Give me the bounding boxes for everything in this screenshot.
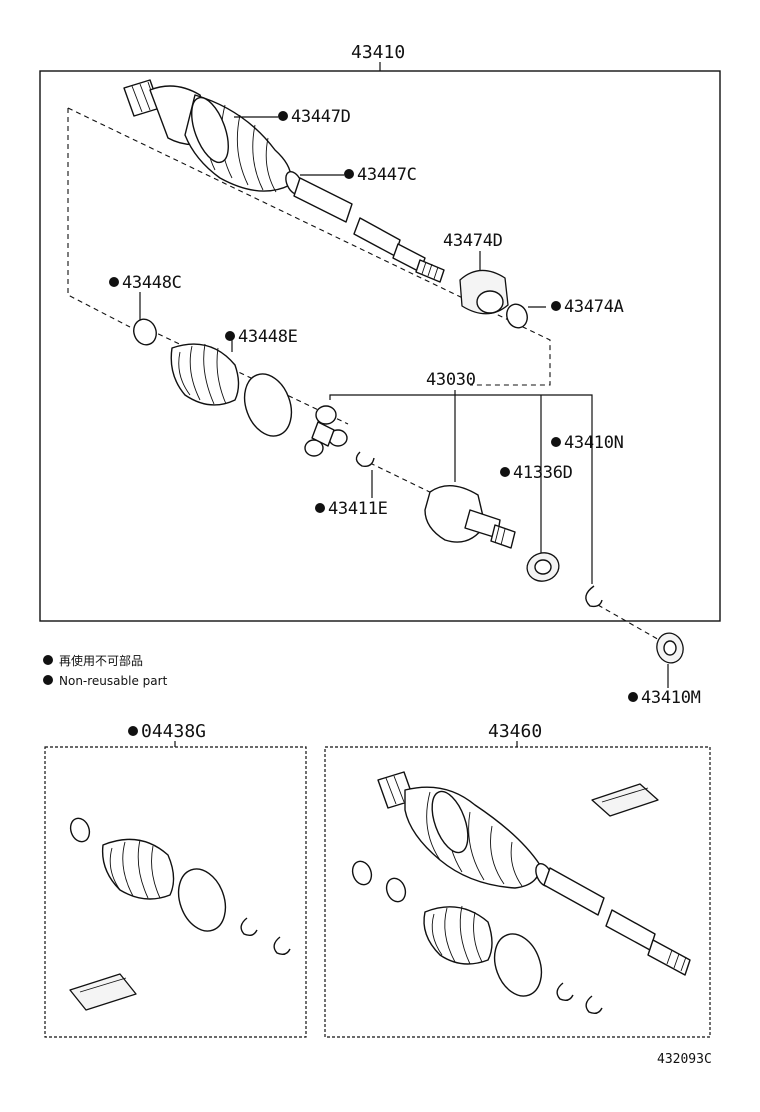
- inner-clamp-small-ring: [133, 318, 157, 346]
- tripod-hub: [311, 421, 335, 447]
- tripod-roller-top: [315, 405, 337, 425]
- boot-kit-frame: [44, 746, 307, 1038]
- inboard-joint-illustration: [424, 485, 516, 549]
- part-label-43447C: 43447C: [357, 165, 417, 185]
- oj-grease-pack: [591, 783, 659, 817]
- dashed-guide-ring: [369, 462, 441, 498]
- oj-clamp-small-1: [351, 860, 373, 886]
- shaft-segment-2: [353, 217, 401, 257]
- tripod-roller-left: [304, 439, 324, 457]
- main-assembly-frame: [39, 70, 721, 622]
- oj-boot: [404, 786, 541, 889]
- part-label-43411E: 43411E: [328, 499, 388, 519]
- part-label-43410M: 43410M: [641, 688, 701, 708]
- non-reusable-dot: [109, 277, 119, 287]
- illustration-code: 432093C: [657, 1052, 712, 1067]
- non-reusable-dot: [315, 503, 325, 513]
- outer-seal-group: 43410M: [628, 632, 701, 708]
- damper-illustration: [459, 269, 528, 329]
- oj-snap-ring-1: [556, 982, 574, 1002]
- part-label-43410N: 43410N: [564, 433, 624, 453]
- shaft-segment-1: [293, 177, 353, 223]
- oj-clamp-ring: [431, 790, 469, 854]
- outer-seal-bore: [663, 640, 677, 656]
- drive-shaft-illustration: [123, 79, 445, 283]
- damper-bore: [476, 290, 504, 314]
- inner-boot-illustration: [170, 343, 293, 437]
- oj-shaft-2: [605, 909, 656, 951]
- non-reusable-dot: [551, 437, 561, 447]
- leader-43030-branch: [329, 394, 593, 584]
- oj-shaft-1: [543, 867, 605, 916]
- kit-snap-ring-2: [273, 936, 291, 956]
- non-reusable-dot: [344, 169, 354, 179]
- non-reusable-dot: [628, 692, 638, 702]
- part-label-43447D: 43447D: [291, 107, 351, 127]
- legend-japanese: 再使用不可部品: [59, 653, 143, 668]
- tripod-illustration: [304, 405, 348, 457]
- damper-clamp-ring: [506, 303, 528, 329]
- dashed-guide-left: [67, 108, 131, 328]
- boot-kit-group: 04438G: [44, 721, 307, 1038]
- oj-clamp-small-2: [385, 877, 407, 903]
- kit-grease-pack: [69, 973, 137, 1011]
- non-reusable-dot: [278, 111, 288, 121]
- kit-clamp-big: [177, 868, 227, 932]
- outboard-joint-group: 43460: [324, 721, 711, 1038]
- part-label-43474A: 43474A: [564, 297, 624, 317]
- part-label-43030: 43030: [426, 370, 476, 390]
- part-label-41336D: 41336D: [513, 463, 573, 483]
- oj-clamp-big: [493, 933, 543, 997]
- main-assembly-number: 43410: [351, 42, 405, 63]
- part-label-43474D: 43474D: [443, 231, 503, 251]
- inner-clamp-big-ring: [243, 373, 293, 437]
- kit-snap-ring-1: [240, 917, 258, 937]
- legend-dot-jp: [43, 655, 53, 665]
- outboard-joint-frame: [324, 746, 711, 1038]
- boot-clamp-big-ring: [191, 96, 229, 164]
- main-assembly-group: 43410: [39, 42, 721, 646]
- snap-ring-shaft-shape: [585, 585, 603, 608]
- non-reusable-dot: [551, 301, 561, 311]
- part-label-43448C: 43448C: [122, 273, 182, 293]
- legend-english: Non-reusable part: [59, 674, 168, 688]
- legend: 再使用不可部品 Non-reusable part: [43, 653, 168, 688]
- oj-snap-ring-2: [585, 995, 603, 1015]
- boot-kit-number: 04438G: [141, 721, 206, 742]
- legend-dot-en: [43, 675, 53, 685]
- oj-inner-boot: [423, 906, 493, 965]
- non-reusable-dot: [500, 467, 510, 477]
- part-label-43448E: 43448E: [238, 327, 298, 347]
- dashed-guide-seal: [597, 604, 669, 646]
- kit-boot: [101, 838, 175, 900]
- non-reusable-dot: [128, 726, 138, 736]
- kit-clamp-small: [69, 817, 91, 843]
- non-reusable-dot: [225, 331, 235, 341]
- dust-seal-bore: [534, 559, 552, 575]
- snap-ring-tripod-shape: [355, 451, 375, 468]
- outboard-joint-number: 43460: [488, 721, 542, 742]
